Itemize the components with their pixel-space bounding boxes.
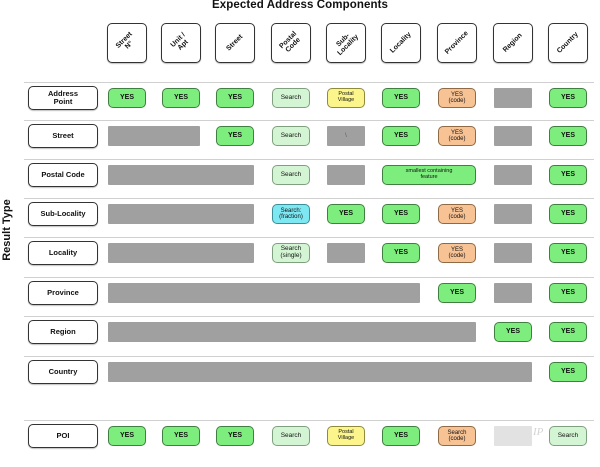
column-header-label: Region	[502, 32, 524, 54]
component-cell: Search (code)	[438, 426, 476, 446]
column-header: Country	[548, 23, 588, 63]
component-cell	[108, 204, 254, 224]
component-cell: Search	[272, 88, 310, 108]
component-cell	[494, 204, 532, 224]
row-label: Province	[28, 281, 98, 305]
component-cell	[494, 126, 532, 146]
column-header-label: Street	[225, 33, 245, 53]
row-label: Postal Code	[28, 163, 98, 187]
component-cell: YES	[549, 165, 587, 185]
column-header: Postal Code	[271, 23, 311, 63]
component-cell: Postal Village	[327, 88, 365, 108]
component-cell: YES	[108, 426, 146, 446]
component-cell: YES (code)	[438, 88, 476, 108]
result-type-row: Locality Search (single) YES YES (code) YES	[24, 237, 594, 268]
component-cell	[494, 283, 532, 303]
column-header: Street N°	[107, 23, 147, 63]
column-header: Unit / Apt	[161, 23, 201, 63]
component-cell: YES	[382, 426, 420, 446]
component-cell	[108, 243, 254, 263]
component-cell	[108, 126, 200, 146]
row-label: Address Point	[28, 86, 98, 110]
component-cell: YES	[438, 283, 476, 303]
component-cell: Postal Village	[327, 426, 365, 446]
component-cell: YES	[216, 126, 254, 146]
result-type-row: Sub-Locality Search: (fraction) YES YES YES …	[24, 198, 594, 229]
column-header-label: Province	[443, 29, 470, 56]
row-label: Country	[28, 360, 98, 384]
column-header-label: Unit / Apt	[169, 31, 191, 53]
component-cell	[494, 165, 532, 185]
column-header: Sub- Locality	[326, 23, 366, 63]
result-type-row: Address Point YES YES YES Search Postal Villa…	[24, 82, 594, 113]
result-type-row: Postal Code Search smallest containing fea…	[24, 159, 594, 190]
component-cell: YES	[108, 88, 146, 108]
result-type-row: Region YES YES	[24, 316, 594, 347]
component-cell: YES (code)	[438, 126, 476, 146]
component-cell: Search: (fraction)	[272, 204, 310, 224]
column-header: Locality	[381, 23, 421, 63]
component-cell: YES	[549, 362, 587, 382]
row-label: POI	[28, 424, 98, 448]
component-cell: YES	[382, 88, 420, 108]
component-cell	[327, 165, 365, 185]
component-cell	[327, 243, 365, 263]
column-header: Province	[437, 23, 477, 63]
component-cell	[108, 322, 476, 342]
result-type-row: Province YES YES	[24, 277, 594, 308]
row-label: Region	[28, 320, 98, 344]
result-type-row: Street YES Search \ YES YES (code) YES	[24, 120, 594, 151]
component-cell: YES	[494, 322, 532, 342]
component-cell	[108, 362, 532, 382]
column-header-label: Postal Code	[278, 30, 303, 55]
column-header-label: Country	[555, 30, 580, 55]
row-label: Locality	[28, 241, 98, 265]
component-cell: YES	[162, 426, 200, 446]
component-cell	[108, 165, 254, 185]
component-cell: YES	[162, 88, 200, 108]
component-cell: YES	[549, 88, 587, 108]
column-header-label: Locality	[389, 31, 413, 55]
component-cell: YES	[549, 204, 587, 224]
component-cell: YES	[216, 426, 254, 446]
column-header-label: Sub- Locality	[335, 32, 361, 58]
component-cell: Search	[272, 426, 310, 446]
column-header-label: Street N°	[114, 30, 135, 51]
component-cell: Search (single)	[272, 243, 310, 263]
component-cell: Search	[272, 126, 310, 146]
component-cell: YES	[549, 126, 587, 146]
component-cell	[108, 283, 420, 303]
component-cell: Search	[272, 165, 310, 185]
y-axis-label: Result Type	[1, 199, 13, 261]
component-cell: YES (code)	[438, 243, 476, 263]
component-cell	[494, 243, 532, 263]
column-header: Street	[215, 23, 255, 63]
diagram-title: Expected Address Components	[211, 0, 389, 11]
component-cell: YES	[327, 204, 365, 224]
result-type-row: Country YES	[24, 356, 594, 387]
component-cell: YES (code)	[438, 204, 476, 224]
row-label: Sub-Locality	[28, 202, 98, 226]
watermark: IP	[533, 426, 544, 438]
component-cell: YES	[216, 88, 254, 108]
component-cell: smallest containing feature	[382, 165, 476, 185]
component-cell: YES	[382, 243, 420, 263]
component-cell: YES	[382, 126, 420, 146]
result-type-row: POI YES YES YES Search Postal Village YES Searc…	[24, 420, 594, 451]
component-cell: Search	[549, 426, 587, 446]
component-cell: YES	[549, 283, 587, 303]
component-cell	[494, 88, 532, 108]
component-cell: YES	[382, 204, 420, 224]
column-header: Region	[493, 23, 533, 63]
component-cell: YES	[549, 243, 587, 263]
component-cell: \	[327, 126, 365, 146]
row-label: Street	[28, 124, 98, 148]
component-cell	[494, 426, 532, 446]
component-cell: YES	[549, 322, 587, 342]
